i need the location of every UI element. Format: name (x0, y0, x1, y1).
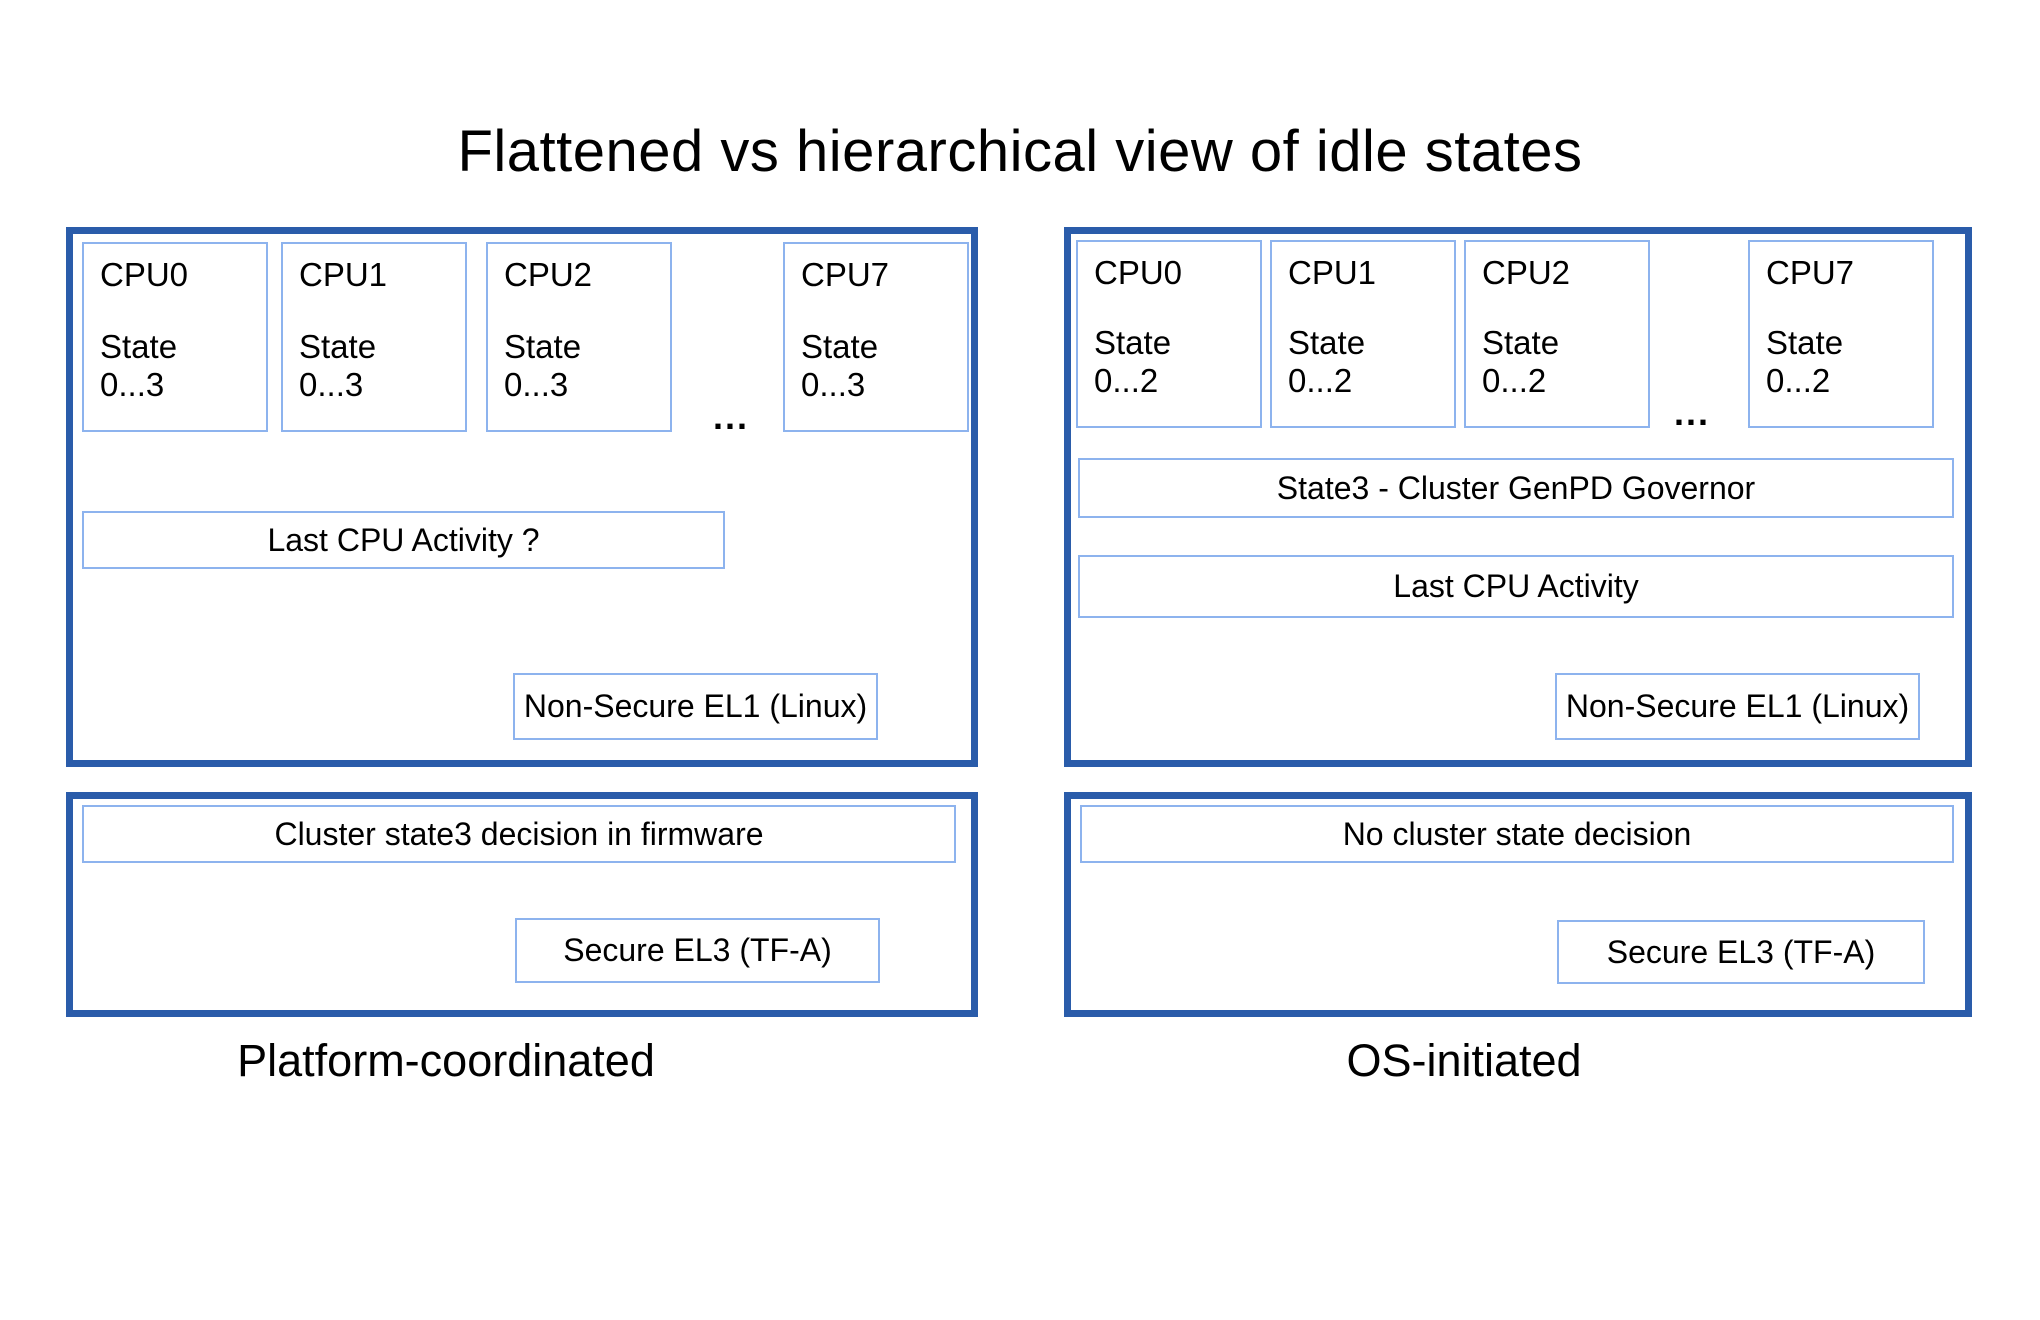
right-cpu-ellipsis: ... (1673, 392, 1710, 433)
cpu-name: CPU1 (299, 256, 388, 293)
cpu-state: State 0...2 (1482, 324, 1560, 400)
right-secure-el3-box: Secure EL3 (TF-A) (1557, 920, 1925, 984)
cpu-state: State 0...3 (299, 328, 377, 404)
right-column-label: OS-initiated (1346, 1035, 1582, 1086)
cpu-name: CPU0 (1094, 254, 1183, 291)
cpu-name: CPU2 (1482, 254, 1571, 291)
right-last-cpu-activity-box: Last CPU Activity (1078, 555, 1954, 618)
left-cpu2-box: CPU2 State 0...3 (486, 242, 672, 432)
cpu-name: CPU2 (504, 256, 593, 293)
left-cluster-decision-box: Cluster state3 decision in firmware (82, 805, 956, 863)
cpu-name: CPU7 (801, 256, 890, 293)
right-secure-panel: No cluster state decision Secure EL3 (TF… (1064, 792, 1972, 1017)
left-secure-panel: Cluster state3 decision in firmware Secu… (66, 792, 978, 1017)
cpu-state: State 0...3 (504, 328, 582, 404)
cpu-state: State 0...2 (1094, 324, 1172, 400)
cpu-name: CPU0 (100, 256, 189, 293)
right-nonsecure-panel: CPU0 State 0...2 CPU1 State 0...2 CPU2 S… (1064, 227, 1972, 767)
cpu-state: State 0...3 (100, 328, 178, 404)
left-nonsecure-el1-box: Non-Secure EL1 (Linux) (513, 673, 878, 740)
cpu-state: State 0...2 (1766, 324, 1844, 400)
diagram-title: Flattened vs hierarchical view of idle s… (457, 119, 1583, 184)
right-cpu2-box: CPU2 State 0...2 (1464, 240, 1650, 428)
cpu-state: State 0...2 (1288, 324, 1366, 400)
left-cpu7-box: CPU7 State 0...3 (783, 242, 969, 432)
left-cpu-ellipsis: ... (712, 396, 749, 437)
right-cpu1-box: CPU1 State 0...2 (1270, 240, 1456, 428)
right-nonsecure-el1-box: Non-Secure EL1 (Linux) (1555, 673, 1920, 740)
cpu-name: CPU7 (1766, 254, 1855, 291)
left-cpu1-box: CPU1 State 0...3 (281, 242, 467, 432)
right-no-cluster-decision-box: No cluster state decision (1080, 805, 1954, 863)
cpu-name: CPU1 (1288, 254, 1377, 291)
cpu-state: State 0...3 (801, 328, 879, 404)
right-cpu0-box: CPU0 State 0...2 (1076, 240, 1262, 428)
left-last-cpu-activity-box: Last CPU Activity ? (82, 511, 725, 569)
right-cluster-genpd-governor-box: State3 - Cluster GenPD Governor (1078, 458, 1954, 518)
left-secure-el3-box: Secure EL3 (TF-A) (515, 918, 880, 983)
left-cpu0-box: CPU0 State 0...3 (82, 242, 268, 432)
right-cpu7-box: CPU7 State 0...2 (1748, 240, 1934, 428)
left-column-label: Platform-coordinated (237, 1035, 655, 1086)
left-nonsecure-panel: CPU0 State 0...3 CPU1 State 0...3 CPU2 S… (66, 227, 978, 767)
